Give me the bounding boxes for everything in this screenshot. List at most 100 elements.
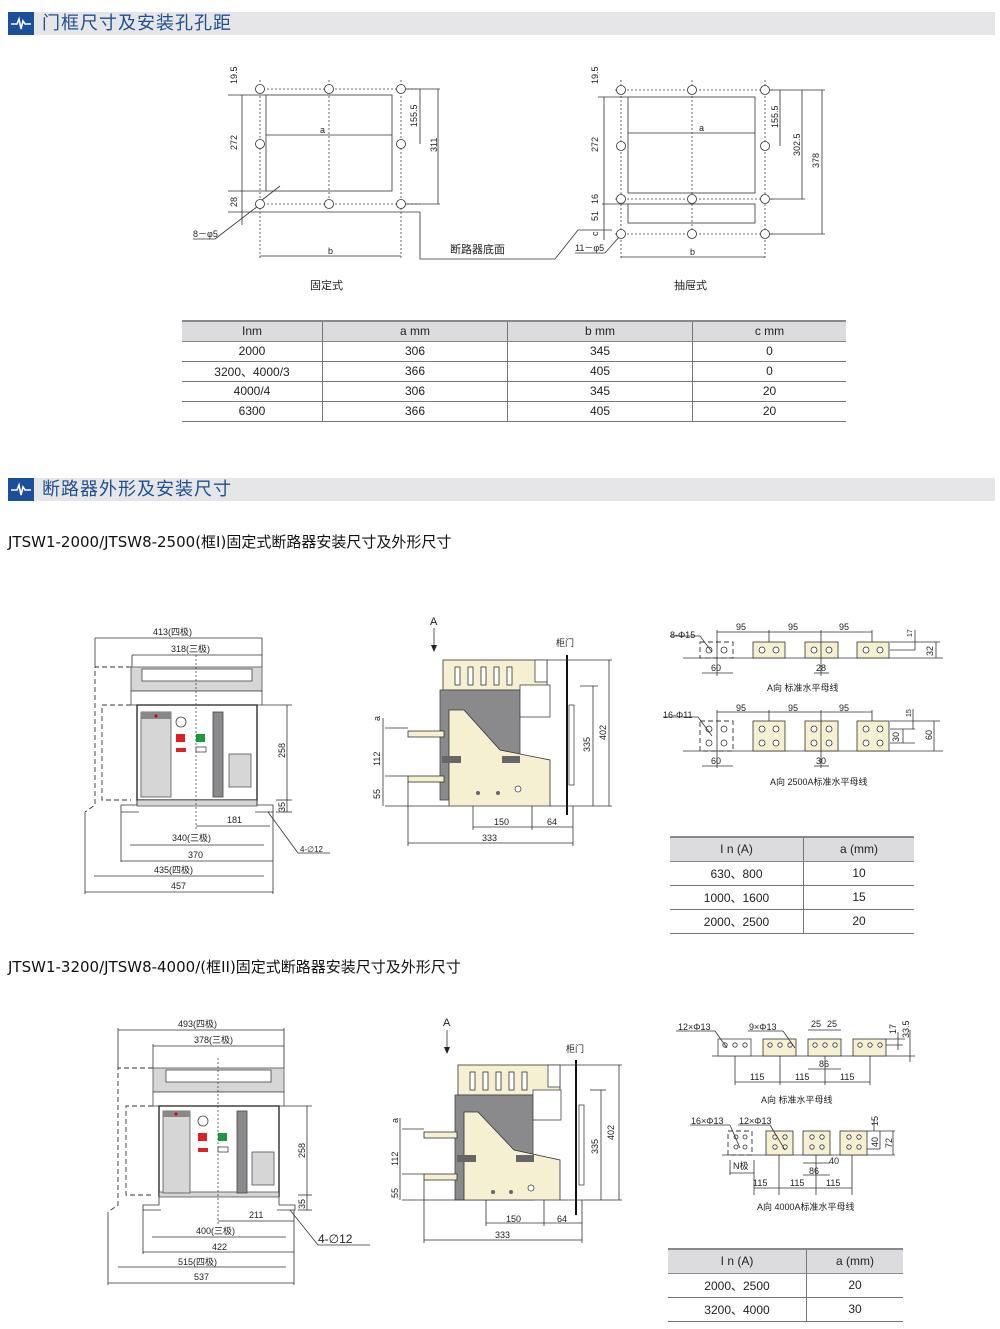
cell: 6300 (182, 401, 323, 422)
dimension-label: 95 (839, 622, 849, 632)
dimension-label: 115 (750, 1072, 764, 1082)
dimension-label: 413(四极) (153, 626, 192, 637)
dimension-label: 378(三极) (194, 1034, 233, 1045)
dimension-label: 95 (788, 622, 798, 632)
dimension-label: 335 (590, 1139, 600, 1154)
col-header: b mm (507, 320, 693, 342)
waveform-icon (8, 478, 34, 501)
cell: 0 (692, 341, 846, 362)
model1-front-view: 413(四极) 318(三极) 258 35 181 340(三极) 370 4… (84, 626, 330, 894)
dimension-label: 64 (557, 1214, 567, 1224)
model2-busbar-standard: 12×Φ13 9×Φ13 25 25 86 115 115 115 17 33.… (676, 1019, 915, 1105)
cell: 20 (692, 401, 846, 422)
dimension-label: 60 (711, 663, 721, 673)
dimension-label: 402 (598, 725, 608, 740)
dimension-label: 15 (906, 709, 913, 717)
cell: 366 (322, 401, 508, 422)
dimension-label: 211 (249, 1210, 263, 1220)
cell: 345 (507, 341, 693, 362)
dimension-label: 272 (590, 137, 600, 152)
dimension-label: 17 (907, 629, 914, 637)
dimension-label: 115 (795, 1072, 809, 1082)
dimension-label: 40 (829, 1156, 839, 1166)
dimension-label: 400(三极) (196, 1225, 235, 1236)
dimension-label: 335 (582, 737, 592, 752)
dimension-label: 493(四极) (178, 1018, 217, 1029)
busbar-caption: A向 标准水平母线 (767, 682, 839, 693)
dimension-label: 28 (229, 197, 239, 207)
dimension-label: 72 (884, 1138, 894, 1148)
cell: 630、800 (670, 861, 804, 886)
fixed-caption: 固定式 (310, 278, 343, 292)
model1-title: JTSW1-2000/JTSW8-2500(框Ⅰ)固定式断路器安装尺寸及外形尺寸 (8, 533, 452, 551)
cell: 366 (322, 361, 508, 382)
cell: 20 (692, 381, 846, 402)
dimension-label: a (699, 123, 704, 133)
model2-busbar-4000: 16×Φ13 12×Φ13 N极 40 86 115 115 115 15 40… (690, 1116, 895, 1212)
dimension-label: 112 (372, 752, 382, 766)
cell: 10 (803, 861, 914, 886)
dimension-label: 258 (297, 1143, 307, 1158)
dimension-label: 16 (590, 194, 600, 204)
dimension-label: 32 (925, 646, 935, 656)
dimension-label: 95 (839, 703, 849, 713)
cell: 15 (803, 885, 914, 910)
dimension-label: 30 (891, 732, 901, 742)
busbar-caption: A向 2500A标准水平母线 (770, 776, 868, 787)
cell: 3200、4000/3 (182, 361, 323, 382)
dimension-label: 25 (827, 1019, 837, 1029)
dimension-label: a (320, 125, 325, 135)
dimension-label: 311 (429, 138, 439, 152)
cell: 405 (507, 361, 693, 382)
dimension-label: 55 (390, 1188, 400, 1198)
dimension-label: 537 (194, 1272, 209, 1282)
dimension-label: b (328, 246, 333, 256)
cell: 30 (806, 1297, 903, 1322)
waveform-icon (8, 12, 34, 35)
hole-callout: 4-∅12 (300, 845, 324, 854)
cell: 345 (507, 381, 693, 402)
dimension-label: 435(四极) (154, 864, 193, 875)
hole-callout: 4-∅12 (318, 1232, 353, 1246)
model2-front-view: 493(四极) 378(三极) 258 35 211 400(三极) 422 5… (107, 1018, 370, 1285)
cell: 306 (322, 341, 508, 362)
cell: 3200、4000 (668, 1297, 807, 1322)
dimension-label: 64 (547, 817, 557, 827)
col-header: Inm (182, 320, 323, 342)
dimension-label: 35 (277, 802, 287, 812)
section-header-door-frame: 门框尺寸及安装孔孔距 (8, 12, 995, 35)
hole-callout: 11－φ5 (575, 243, 604, 253)
dimension-label: 55 (372, 789, 382, 799)
dimension-label: 35 (297, 1199, 307, 1209)
dimension-label: 370 (188, 850, 203, 860)
dimension-label: 115 (826, 1178, 840, 1188)
dimension-label: 272 (229, 135, 239, 150)
col-header: c mm (692, 320, 846, 342)
cell: 2000、2500 (670, 909, 804, 934)
dimension-label: 28 (816, 663, 826, 673)
dimension-label: 95 (736, 703, 746, 713)
dimension-label: 60 (711, 756, 721, 766)
section-header-outline: 断路器外形及安装尺寸 (8, 478, 995, 501)
dimension-label: 318(三极) (171, 643, 210, 654)
section-title: 门框尺寸及安装孔孔距 (42, 13, 232, 34)
dimension-label: 19.5 (229, 66, 239, 84)
section-title: 断路器外形及安装尺寸 (42, 479, 232, 500)
dimension-label: 33.5 (901, 1020, 911, 1038)
drawout-frame-drawing: 19.5 272 16 51 c 155.5 302.5 378 a b 11－… (575, 66, 825, 292)
breaker-bottom-label: 断路器底面 (450, 242, 505, 256)
dimension-label: 60 (924, 730, 934, 740)
dimension-label: 378 (811, 153, 821, 168)
cell: 2000、2500 (668, 1273, 807, 1298)
dimension-label: 155.5 (770, 105, 780, 128)
dimension-label: 15 (870, 1116, 880, 1126)
cell: 405 (507, 401, 693, 422)
dimension-label: 115 (790, 1178, 804, 1188)
model1-busbar-standard: 8-Φ15 95 95 95 60 28 17 32 A向 标准水平母线 (670, 622, 943, 693)
dimension-label: 402 (606, 1125, 616, 1140)
